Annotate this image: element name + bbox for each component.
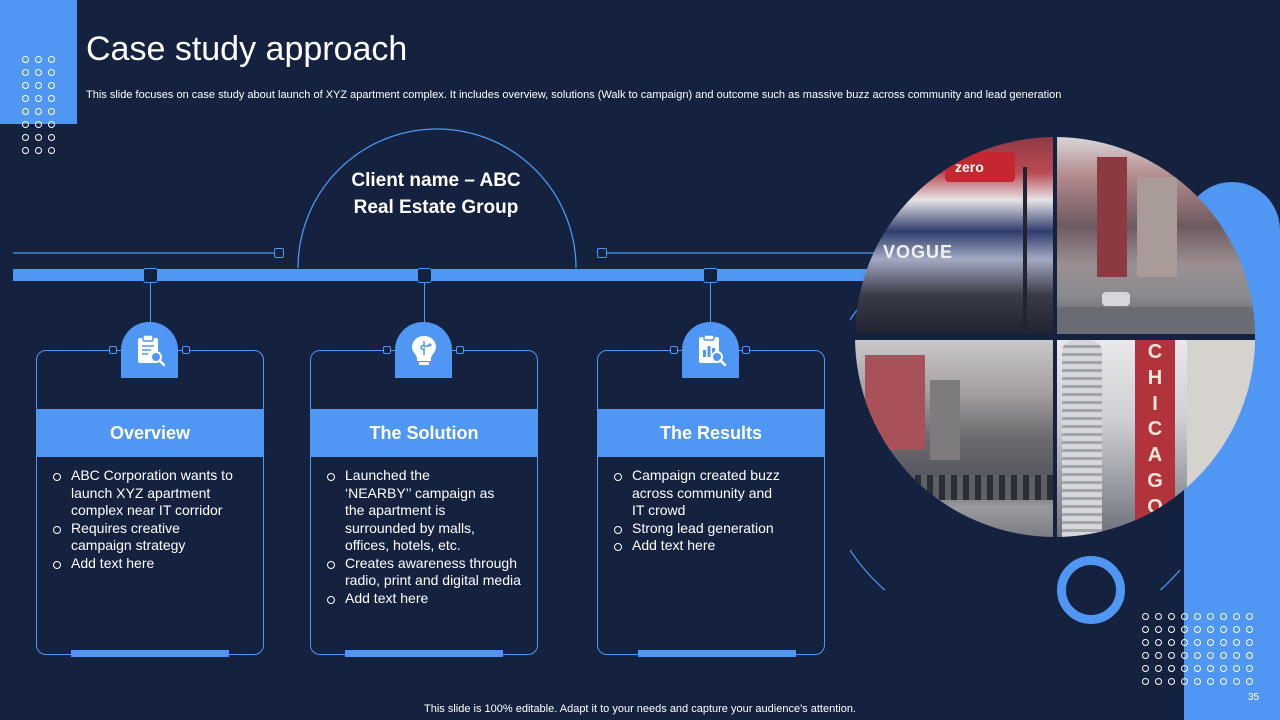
timeline-node (417, 268, 432, 283)
photo-city-street (1057, 137, 1255, 334)
photo-street-billboards: zero VOGUE (855, 137, 1053, 334)
connector-square (383, 346, 391, 354)
list-item: Campaign created buzz across community a… (598, 467, 824, 520)
lightbulb-puzzle-icon (411, 336, 436, 365)
dot-grid-top-left (22, 56, 55, 154)
icon-tab (121, 322, 178, 378)
timeline-bar (13, 269, 883, 281)
dot-grid-bottom-right (1142, 613, 1253, 685)
list-item: Add text here (311, 590, 537, 608)
card-list: Launched the ‘NEARBY’’ campaign as the a… (311, 467, 537, 607)
connector-line (424, 283, 425, 322)
photo-crosswalk (855, 340, 1053, 537)
list-item: Creates awareness through radio, print a… (311, 555, 537, 590)
connector-square (109, 346, 117, 354)
clipboard-search-icon (137, 334, 165, 367)
list-item: Launched the ‘NEARBY’’ campaign as the a… (311, 467, 537, 555)
connector-square (670, 346, 678, 354)
card-bottom-bar (71, 650, 229, 657)
card-bottom-bar (345, 650, 503, 657)
timeline-node (143, 268, 158, 283)
card-header: The Solution (311, 409, 537, 457)
list-item: Add text here (37, 555, 263, 573)
client-arch (13, 128, 880, 269)
card-list: Campaign created buzz across community a… (598, 467, 824, 555)
card-results: The Results Campaign created buzz across… (597, 350, 825, 655)
connector-square-left (274, 248, 284, 258)
ring-decoration (1057, 556, 1125, 624)
connector-line (710, 283, 711, 322)
connector-line (150, 283, 151, 322)
card-list: ABC Corporation wants to launch XYZ apar… (37, 467, 263, 572)
connector-square (456, 346, 464, 354)
card-bottom-bar (638, 650, 796, 657)
icon-tab (682, 322, 739, 378)
report-search-icon (698, 334, 726, 367)
client-name: Client name – ABC Real Estate Group (351, 170, 521, 218)
list-item: ABC Corporation wants to launch XYZ apar… (37, 467, 263, 520)
footer-note: This slide is 100% editable. Adapt it to… (424, 703, 856, 715)
connector-square (742, 346, 750, 354)
slide-title: Case study approach (86, 30, 408, 68)
connector-square-right (597, 248, 607, 258)
card-header: The Results (598, 409, 824, 457)
slide-subtitle: This slide focuses on case study about l… (86, 89, 1062, 101)
timeline-node (703, 268, 718, 283)
card-overview: Overview ABC Corporation wants to launch… (36, 350, 264, 655)
list-item: Strong lead generation (598, 520, 824, 538)
list-item: Requires creative campaign strategy (37, 520, 263, 555)
list-item: Add text here (598, 537, 824, 555)
page-number: 35 (1248, 692, 1260, 703)
connector-square (182, 346, 190, 354)
card-header: Overview (37, 409, 263, 457)
card-solution: The Solution Launched the ‘NEARBY’’ camp… (310, 350, 538, 655)
icon-tab (395, 322, 452, 378)
